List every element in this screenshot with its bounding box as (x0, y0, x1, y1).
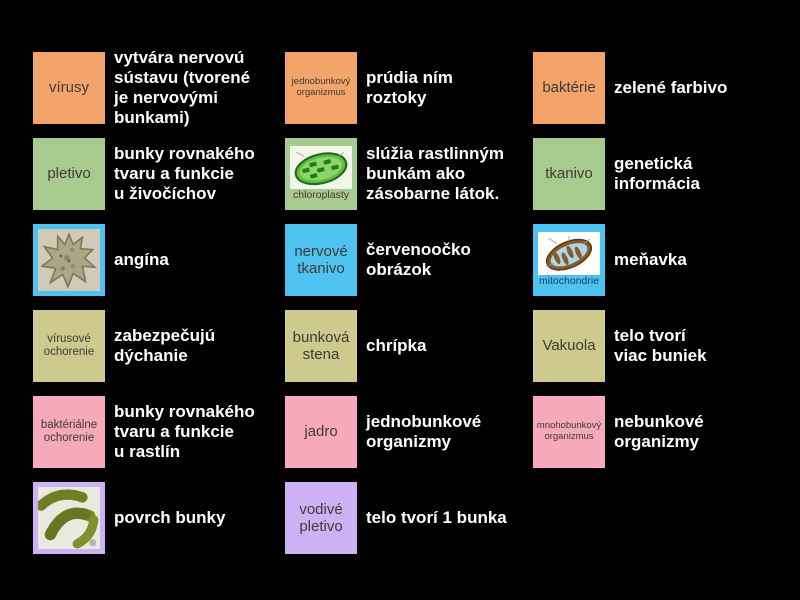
term-label: baktériálne ochorenie (40, 418, 98, 444)
match-pair: baktériálne ochorenie bunky rovnakého tva… (33, 396, 283, 468)
answer-text[interactable]: prúdia ním roztoky (366, 67, 453, 107)
term-tile[interactable]: bunková stena (285, 310, 357, 382)
match-pair: bunková stena chrípka (285, 310, 535, 382)
match-pair: mnohobunkový organizmus nebunkové organiz… (533, 396, 783, 468)
answer-text[interactable]: bunky rovnakého tvaru a funkcie u živočí… (114, 143, 255, 204)
term-tile[interactable]: mitochondrie (533, 224, 605, 296)
term-tile[interactable]: vírusy (33, 52, 105, 124)
column-2: jednobunkový organizmus prúdia ním roztok… (285, 52, 535, 568)
term-label: vírusy (48, 79, 89, 97)
match-pair: chloroplasty slúžia rastlinným bunkám ako… (285, 138, 535, 210)
term-tile[interactable]: Vakuola (533, 310, 605, 382)
answer-text[interactable]: zelené farbivo (614, 77, 728, 97)
term-tile[interactable]: tkanivo (533, 138, 605, 210)
term-tile[interactable]: chloroplasty (285, 138, 357, 210)
answer-text[interactable]: bunky rovnakého tvaru a funkcie u rastlí… (114, 401, 255, 462)
answer-text[interactable]: zabezpečujú dýchanie (114, 325, 216, 365)
answer-text[interactable]: chrípka (366, 335, 427, 355)
term-label: mnohobunkový organizmus (536, 420, 602, 442)
match-pair: jadro jednobunkové organizmy (285, 396, 535, 468)
algae-image (38, 487, 100, 549)
term-tile[interactable]: jednobunkový organizmus (285, 52, 357, 124)
match-pair: vodivé pletivo telo tvorí 1 bunka (285, 482, 535, 554)
match-pair: vírusy vytvára nervovú sústavu (tvorené j… (33, 48, 283, 127)
term-tile[interactable]: baktérie (533, 52, 605, 124)
term-label: bunková stena (292, 328, 350, 363)
amoeba-image (38, 229, 100, 291)
term-label: vodivé pletivo (299, 500, 343, 535)
match-pair: jednobunkový organizmus prúdia ním roztok… (285, 52, 535, 124)
answer-text[interactable]: slúžia rastlinným bunkám ako zásobarne l… (366, 143, 504, 204)
term-tile[interactable] (33, 224, 105, 296)
chloroplast-image (290, 146, 352, 190)
answer-text[interactable]: červenoočko obrázok (366, 239, 471, 279)
term-tile[interactable]: mnohobunkový organizmus (533, 396, 605, 468)
term-tile[interactable]: nervové tkanivo (285, 224, 357, 296)
column-3: baktérie zelené farbivo tkanivo genetická i… (533, 52, 783, 482)
term-tile[interactable]: jadro (285, 396, 357, 468)
answer-text[interactable]: angína (114, 249, 169, 269)
answer-text[interactable]: genetická informácia (614, 153, 700, 193)
match-pair: nervové tkanivo červenoočko obrázok (285, 224, 535, 296)
mitochondrion-image (538, 232, 600, 276)
term-label: tkanivo (545, 165, 593, 183)
match-pair: povrch bunky (33, 482, 283, 554)
answer-text[interactable]: telo tvorí viac buniek (614, 325, 707, 365)
term-tile[interactable]: vírusové ochorenie (33, 310, 105, 382)
match-pair: tkanivo genetická informácia (533, 138, 783, 210)
answer-text[interactable]: meňavka (614, 249, 687, 269)
answer-text[interactable]: vytvára nervovú sústavu (tvorené je nerv… (114, 47, 251, 128)
match-pair: pletivo bunky rovnakého tvaru a funkcie u… (33, 138, 283, 210)
term-label: nervové tkanivo (294, 242, 348, 277)
match-pair: angína (33, 224, 283, 296)
answer-text[interactable]: nebunkové organizmy (614, 411, 704, 451)
term-label: vírusové ochorenie (43, 332, 95, 358)
term-tile[interactable] (33, 482, 105, 554)
answer-text[interactable]: telo tvorí 1 bunka (366, 507, 507, 527)
term-tile[interactable]: baktériálne ochorenie (33, 396, 105, 468)
term-label: pletivo (47, 165, 91, 183)
match-pair: baktérie zelené farbivo (533, 52, 783, 124)
column-1: vírusy vytvára nervovú sústavu (tvorené j… (33, 48, 283, 568)
term-label: jadro (304, 423, 338, 441)
term-tile[interactable]: vodivé pletivo (285, 482, 357, 554)
answer-text[interactable]: jednobunkové organizmy (366, 411, 482, 451)
term-label: baktérie (542, 79, 596, 97)
match-pair: Vakuola telo tvorí viac buniek (533, 310, 783, 382)
term-label: Vakuola (542, 337, 596, 355)
term-label: jednobunkový organizmus (291, 76, 351, 98)
term-caption: mitochondrie (538, 275, 600, 288)
term-tile[interactable]: pletivo (33, 138, 105, 210)
match-pair: mitochondrie meňavka (533, 224, 783, 296)
match-pair: vírusové ochorenie zabezpečujú dýchanie (33, 310, 283, 382)
term-caption: chloroplasty (292, 189, 350, 202)
answer-text[interactable]: povrch bunky (114, 507, 226, 527)
